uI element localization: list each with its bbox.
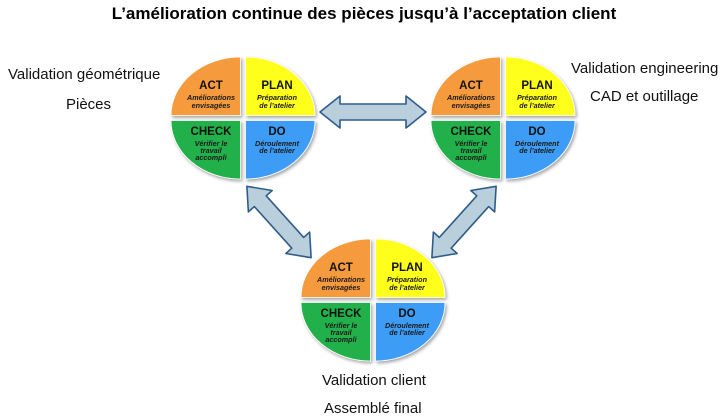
arrow-left-bottom: [246, 185, 312, 259]
stage-left-label-1: Validation géométrique: [8, 66, 161, 83]
plan-segment: [505, 56, 576, 116]
stage-right-label-1: Validation engineering: [571, 60, 719, 77]
plan-segment: [375, 238, 446, 298]
act-sub-2: envisagées: [452, 101, 491, 110]
act-title: ACT: [459, 80, 483, 92]
plan-sub-2: de l’atelier: [259, 101, 296, 110]
plan-sub-1: Préparation: [257, 93, 298, 102]
stage-bottom-label-2: Assemblé final: [324, 400, 422, 417]
plan-sub-2: de l’atelier: [389, 283, 426, 292]
check-sub-2: travail: [330, 328, 352, 337]
stage-left-label-2: Pièces: [66, 96, 112, 113]
act-sub-1: Améliorations: [446, 93, 495, 102]
check-segment: [300, 302, 371, 362]
do-title: DO: [528, 126, 545, 138]
check-sub-3: accompli: [455, 153, 487, 162]
check-sub-3: accompli: [195, 153, 227, 162]
act-sub-1: Améliorations: [316, 275, 365, 284]
act-segment: [300, 238, 371, 298]
check-sub-1: Vérifier le: [325, 321, 358, 330]
arrow-right-bottom: [431, 185, 497, 259]
check-sub-1: Vérifier le: [455, 139, 488, 148]
check-sub-2: travail: [460, 146, 482, 155]
act-segment: [170, 56, 241, 116]
do-sub-2: de l’atelier: [389, 328, 426, 337]
check-segment: [170, 120, 241, 180]
plan-sub-1: Préparation: [387, 275, 428, 284]
act-sub-2: envisagées: [322, 283, 361, 292]
pdca-cycle-left: ACT Améliorations envisagées PLAN Prépar…: [170, 56, 316, 180]
stage-right-label-2: CAD et outillage: [590, 88, 699, 105]
do-segment: [245, 120, 316, 180]
check-title: CHECK: [321, 308, 363, 320]
do-sub-2: de l’atelier: [519, 146, 556, 155]
check-sub-3: accompli: [325, 335, 357, 344]
act-sub-1: Améliorations: [186, 93, 235, 102]
do-sub-2: de l’atelier: [259, 146, 296, 155]
do-title: DO: [268, 126, 285, 138]
do-segment: [375, 302, 446, 362]
check-sub-2: travail: [200, 146, 222, 155]
act-title: ACT: [329, 262, 353, 274]
plan-title: PLAN: [521, 80, 552, 92]
arrow-left-right: [319, 95, 427, 129]
check-title: CHECK: [191, 126, 233, 138]
do-sub-1: Déroulement: [385, 321, 430, 330]
do-sub-1: Déroulement: [255, 139, 300, 148]
act-title: ACT: [199, 80, 223, 92]
act-segment: [430, 56, 501, 116]
do-segment: [505, 120, 576, 180]
plan-segment: [245, 56, 316, 116]
plan-sub-1: Préparation: [517, 93, 558, 102]
plan-title: PLAN: [261, 80, 292, 92]
plan-title: PLAN: [391, 262, 422, 274]
diagram-title: L’amélioration continue des pièces jusqu…: [111, 4, 617, 23]
act-sub-2: envisagées: [192, 101, 231, 110]
check-sub-1: Vérifier le: [195, 139, 228, 148]
do-sub-1: Déroulement: [515, 139, 560, 148]
plan-sub-2: de l’atelier: [519, 101, 556, 110]
check-title: CHECK: [451, 126, 493, 138]
pdca-cycle-bottom: ACT Améliorations envisagées PLAN Prépar…: [300, 238, 446, 362]
check-segment: [430, 120, 501, 180]
stage-bottom-label-1: Validation client: [322, 372, 426, 389]
pdca-cycle-right: ACT Améliorations envisagées PLAN Prépar…: [430, 56, 576, 180]
do-title: DO: [398, 308, 415, 320]
